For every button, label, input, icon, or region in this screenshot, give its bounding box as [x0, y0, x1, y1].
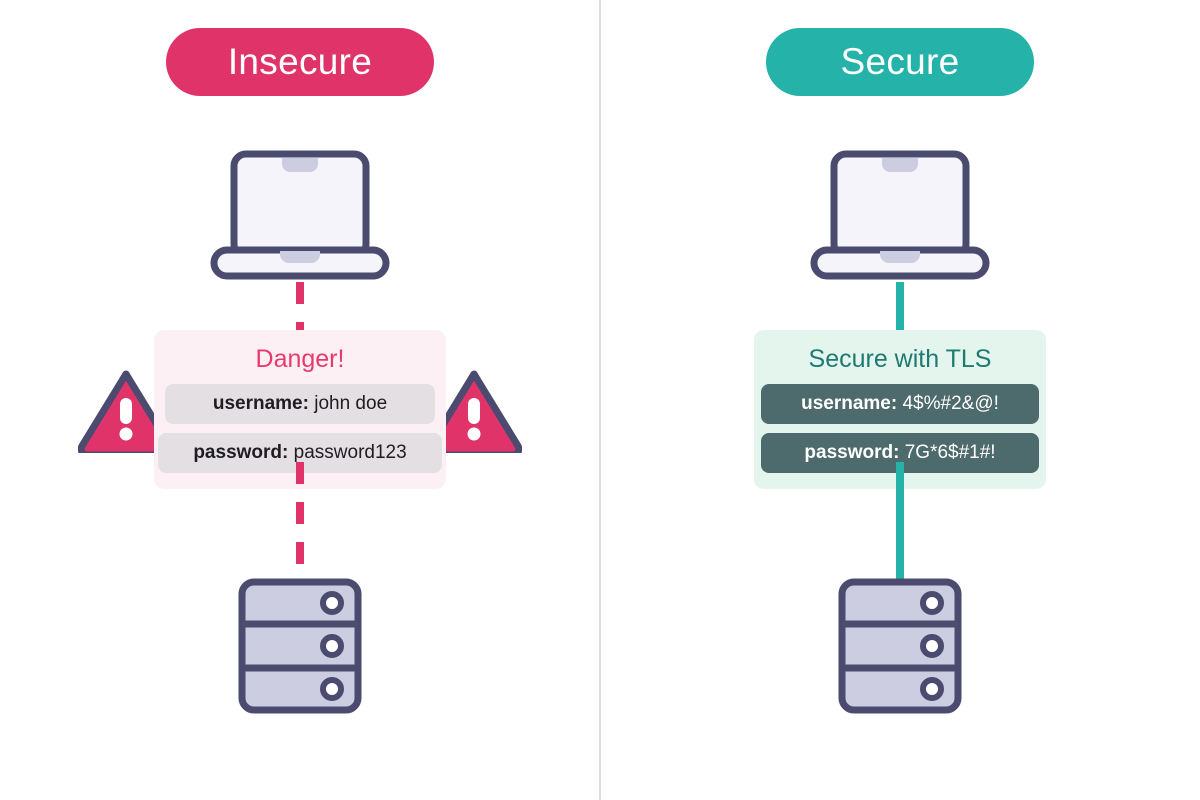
insecure-wire-lower [296, 462, 304, 582]
credential-label: password: [193, 442, 289, 463]
secure-wire-upper [896, 282, 904, 330]
credential-row-list: username: john doe password: password123 [154, 384, 446, 473]
laptop-icon-insecure [210, 150, 390, 285]
tls-title: Secure with TLS [808, 345, 992, 373]
credential-label: username: [801, 393, 898, 414]
credential-row-list: username: 4$%#2&@! password: 7G*6$#1#! [754, 384, 1046, 473]
secure-wire-lower [896, 462, 904, 582]
credential-value: password123 [293, 442, 407, 463]
insecure-panel: Insecure [77, 28, 523, 719]
server-icon-secure [838, 578, 962, 719]
credential-label: username: [212, 393, 309, 414]
credential-label: password: [804, 442, 900, 463]
credential-value: john doe [314, 393, 388, 414]
laptop-icon-secure [810, 150, 990, 285]
credential-row: username: 4$%#2&@! [761, 384, 1039, 424]
insecure-credentials-card: Danger! username: john doe password: pas… [154, 330, 446, 489]
secure-panel: Secure [600, 0, 1200, 800]
secure-badge: Secure [766, 28, 1034, 96]
insecure-wire-upper [296, 282, 304, 330]
credential-row: username: john doe [165, 384, 435, 424]
insecure-badge: Insecure [166, 28, 434, 96]
server-icon-insecure [238, 578, 362, 719]
credential-value: 4$%#2&@! [902, 393, 999, 414]
danger-title: Danger! [255, 345, 345, 373]
vertical-divider [599, 0, 601, 800]
credential-value: 7G*6$#1#! [904, 442, 996, 463]
